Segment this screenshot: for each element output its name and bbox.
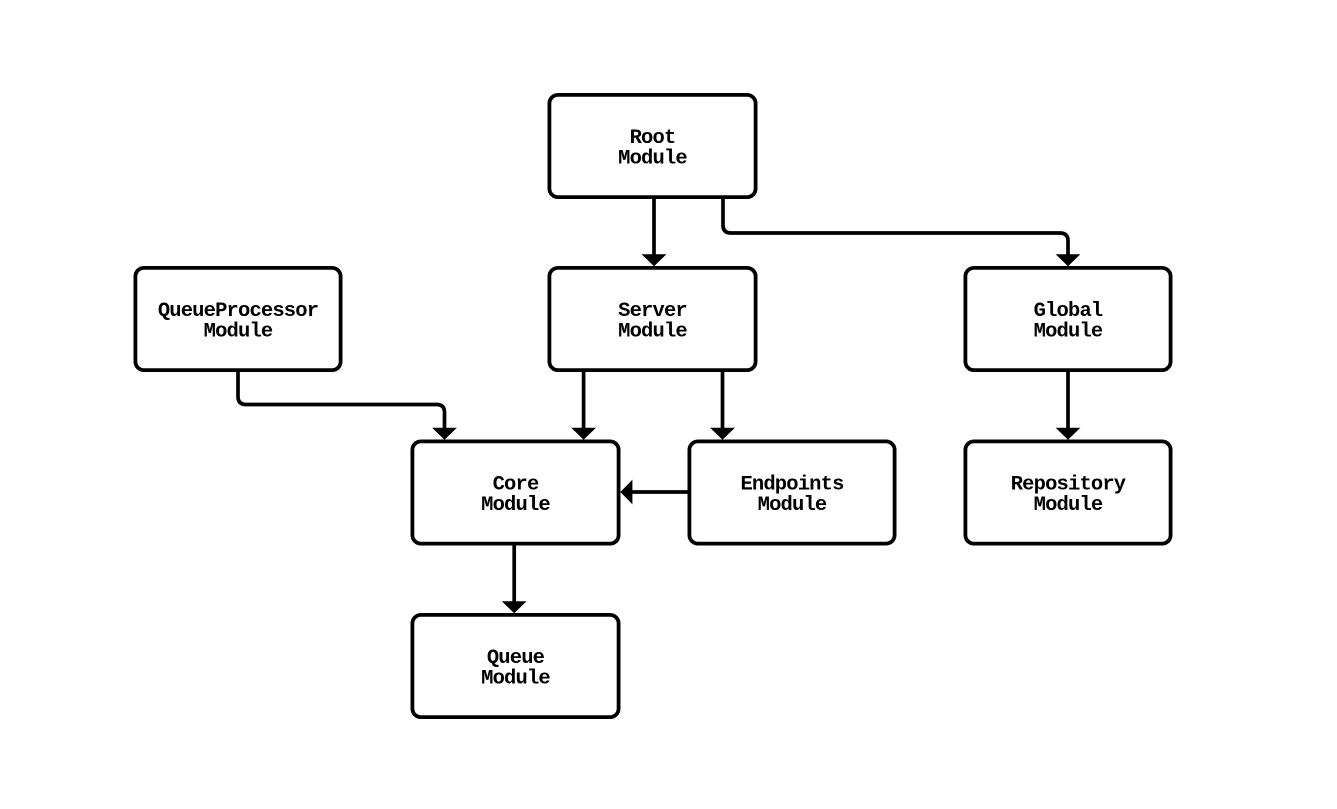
svg-text:Endpoints: Endpoints	[740, 474, 844, 497]
svg-text:Module: Module	[1034, 321, 1103, 344]
svg-text:Module: Module	[618, 147, 687, 170]
svg-text:Module: Module	[481, 494, 550, 517]
svg-text:Core: Core	[493, 474, 539, 497]
svg-text:Queue: Queue	[487, 647, 545, 670]
svg-text:Module: Module	[758, 494, 827, 517]
svg-text:QueueProcessor: QueueProcessor	[158, 300, 318, 323]
svg-text:Global: Global	[1034, 300, 1103, 323]
svg-text:Root: Root	[630, 127, 676, 150]
svg-text:Module: Module	[481, 668, 550, 691]
svg-text:Module: Module	[204, 321, 273, 344]
svg-text:Repository: Repository	[1011, 474, 1126, 497]
svg-text:Server: Server	[618, 300, 687, 323]
svg-text:Module: Module	[1034, 494, 1103, 517]
svg-text:Module: Module	[618, 321, 687, 344]
